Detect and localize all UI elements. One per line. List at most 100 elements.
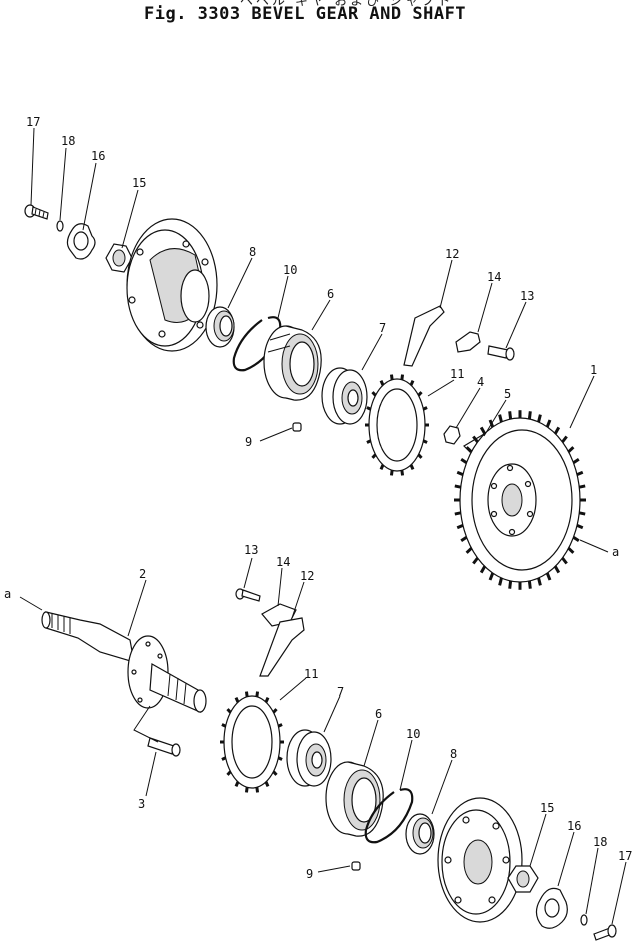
part-oil-seal-upper <box>205 306 235 348</box>
callout-13: 13 <box>520 289 534 303</box>
gear-tooth <box>366 406 372 411</box>
gear-tooth <box>537 414 542 423</box>
gear-tooth <box>527 411 532 420</box>
callout-a-upper: a <box>612 545 619 559</box>
part-snap-ring-lower <box>364 788 414 844</box>
callout-13-lower: 13 <box>244 543 258 557</box>
callout-10: 10 <box>283 263 297 277</box>
callout-6: 6 <box>327 287 334 301</box>
gear-tooth <box>379 464 385 470</box>
part-bolt-lower-17 <box>593 924 617 941</box>
gear-tooth <box>567 547 575 554</box>
gear-tooth <box>472 557 479 565</box>
part-flange-lower <box>437 797 523 923</box>
gear-tooth <box>417 453 423 459</box>
callout-18: 18 <box>61 134 75 148</box>
callout-12: 12 <box>445 247 459 261</box>
callout-7: 7 <box>379 321 386 335</box>
gear-tooth <box>389 470 394 476</box>
gear-tooth <box>400 470 405 476</box>
callout-15: 15 <box>132 176 146 190</box>
gear-tooth <box>545 572 552 581</box>
upper-assembly <box>24 127 609 583</box>
callout-9-lower: 9 <box>306 867 313 881</box>
part-bearing-upper <box>321 367 368 425</box>
gear-tooth <box>508 580 513 589</box>
gear-tooth <box>422 439 428 444</box>
callout-17: 17 <box>26 115 40 129</box>
callout-11: 11 <box>450 367 464 381</box>
gear-tooth <box>371 453 377 459</box>
gear-tooth <box>572 535 580 543</box>
part-bolt-upper <box>24 204 49 220</box>
gear-tooth <box>456 470 464 477</box>
gear-tooth <box>527 580 532 589</box>
part-bolt-lower-3 <box>147 737 181 757</box>
gear-tooth <box>576 523 584 530</box>
gear-tooth <box>244 787 249 793</box>
gear-tooth <box>255 787 260 793</box>
part-bevel-gear <box>459 417 581 583</box>
callout-15-lower: 15 <box>540 801 554 815</box>
gear-tooth <box>460 535 468 543</box>
part-plug-lower <box>351 861 361 871</box>
gear-tooth <box>389 374 394 380</box>
gear-tooth <box>465 446 473 453</box>
upper-callout-labels: 17 18 16 15 8 10 6 9 7 12 14 13 11 4 5 1… <box>26 115 619 559</box>
gear-tooth <box>409 464 415 470</box>
callout-1: 1 <box>590 363 597 377</box>
callout-12-lower: 12 <box>300 569 314 583</box>
gear-tooth <box>508 411 513 420</box>
callout-11-lower: 11 <box>304 667 318 681</box>
gear-tooth <box>460 457 468 465</box>
part-bolt-upper-13 <box>487 345 515 361</box>
part-shaft <box>41 611 207 713</box>
lower-callout-labels: a 2 3 13 14 12 11 7 6 10 8 9 15 16 18 17 <box>4 543 632 881</box>
retainer-ring-teeth-lower <box>220 691 284 793</box>
part-lock-plate-upper <box>66 223 96 260</box>
gear-tooth <box>553 565 561 574</box>
gear-tooth <box>578 511 586 516</box>
gear-tooth <box>277 756 283 761</box>
part-nut-lower <box>507 865 539 893</box>
gear-tooth <box>545 419 552 428</box>
part-nut-upper-4 <box>443 425 461 445</box>
lower-assembly <box>19 557 627 941</box>
part-oil-seal-lower <box>405 813 435 855</box>
gear-tooth <box>561 435 568 443</box>
gear-tooth <box>578 484 586 489</box>
bevel-gear-teeth <box>454 410 586 590</box>
part-lock-washer-lower <box>580 914 588 926</box>
callout-10-lower: 10 <box>406 727 420 741</box>
gear-tooth <box>572 457 580 465</box>
gear-tooth <box>488 419 495 428</box>
callout-3: 3 <box>138 797 145 811</box>
callout-a-lower: a <box>4 587 11 601</box>
gear-tooth <box>456 523 464 530</box>
callout-16-lower: 16 <box>567 819 581 833</box>
gear-tooth <box>366 439 372 444</box>
gear-tooth <box>472 435 479 443</box>
figure-title-japanese: ベベル ギヤ および シャフト <box>240 0 454 9</box>
gear-tooth <box>226 770 232 776</box>
gear-tooth <box>417 391 423 397</box>
gear-tooth <box>553 426 561 435</box>
callout-7-lower: 7 <box>337 685 344 699</box>
gear-tooth <box>488 572 495 581</box>
part-bearing-cage-upper <box>263 325 322 401</box>
gear-tooth <box>272 708 278 714</box>
callout-6-lower: 6 <box>375 707 382 721</box>
gear-tooth <box>234 697 240 703</box>
part-bracket-lower <box>259 617 305 677</box>
gear-tooth <box>221 756 227 761</box>
part-lock-upper <box>455 331 481 353</box>
retainer-ring-teeth-upper <box>365 374 429 476</box>
part-flange-upper <box>126 218 218 352</box>
callout-9: 9 <box>245 435 252 449</box>
gear-tooth <box>234 781 240 787</box>
part-retainer-ring-upper <box>368 378 426 472</box>
callout-8: 8 <box>249 245 256 259</box>
part-lock-washer-upper <box>56 220 64 232</box>
gear-tooth <box>454 484 462 489</box>
